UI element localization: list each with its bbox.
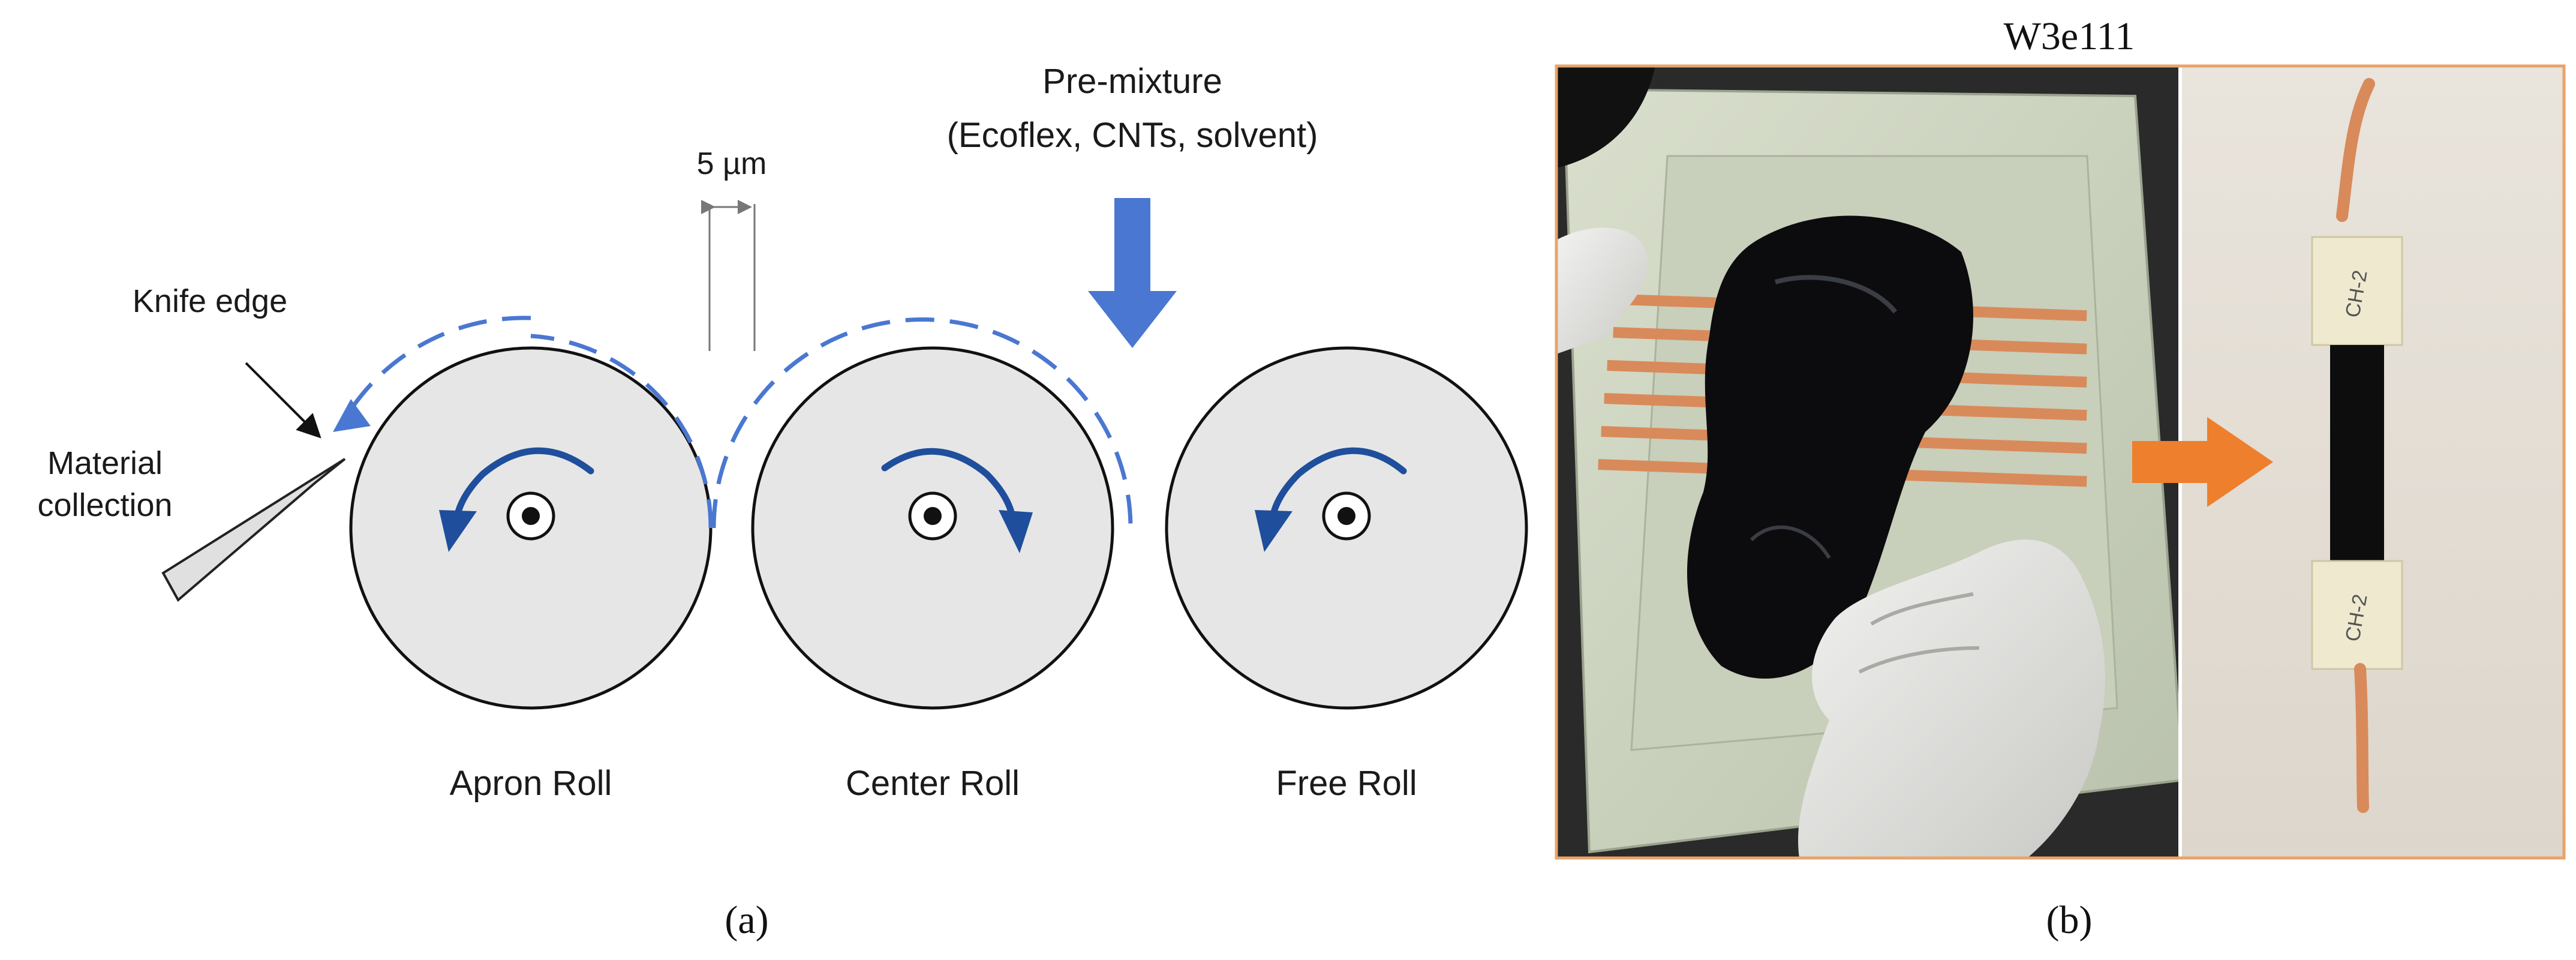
apron-rotation-ccw-arrow bbox=[439, 447, 594, 552]
panel-a: Pre-mixture (Ecoflex, CNTs, solvent) 5 µ… bbox=[37, 62, 1528, 942]
panel-b-header: W3e111 bbox=[2004, 14, 2135, 58]
material-path-arrowhead bbox=[333, 399, 371, 432]
cnt-paste-blob bbox=[1687, 215, 1973, 679]
free-roll-label: Free Roll bbox=[1276, 764, 1417, 803]
knife-edge-pointer bbox=[245, 362, 321, 439]
material-path bbox=[346, 316, 1133, 529]
material-collection-label-line1: Material bbox=[47, 445, 163, 481]
photo-frame bbox=[1555, 64, 2566, 860]
panel-a-caption: (a) bbox=[725, 898, 768, 942]
left-photo bbox=[1556, 66, 2185, 858]
copper-lead-top bbox=[2336, 78, 2375, 222]
tape-bottom bbox=[2311, 560, 2403, 670]
material-collection-label-line2: collection bbox=[37, 487, 172, 523]
gap-label: 5 µm bbox=[697, 146, 767, 181]
apron-roll-label: Apron Roll bbox=[450, 764, 612, 803]
center-roll-label: Center Roll bbox=[846, 764, 1020, 803]
right-glove bbox=[1798, 539, 2105, 858]
tape-top bbox=[2311, 236, 2403, 346]
premixture-feed-arrow bbox=[1088, 198, 1177, 348]
sensor-strip bbox=[2330, 345, 2384, 561]
free-rotation-ccw-arrow bbox=[1255, 447, 1407, 552]
left-glove bbox=[1556, 227, 1648, 354]
panel-b-caption: (b) bbox=[2046, 898, 2093, 942]
knife-edge-blade bbox=[161, 458, 346, 602]
knife-edge-label: Knife edge bbox=[133, 283, 287, 319]
copper-lead-bottom bbox=[2354, 663, 2369, 813]
free-roll bbox=[1165, 346, 1528, 710]
transition-arrow bbox=[2132, 417, 2273, 507]
apron-roll bbox=[349, 346, 713, 710]
panel-b: W3e111 bbox=[1555, 14, 2566, 942]
center-rotation-cw-arrow bbox=[881, 448, 1033, 553]
premixture-detail: (Ecoflex, CNTs, solvent) bbox=[947, 116, 1318, 155]
center-roll bbox=[751, 346, 1114, 710]
premixture-title: Pre-mixture bbox=[1042, 62, 1222, 101]
gap-dimension bbox=[701, 200, 756, 351]
